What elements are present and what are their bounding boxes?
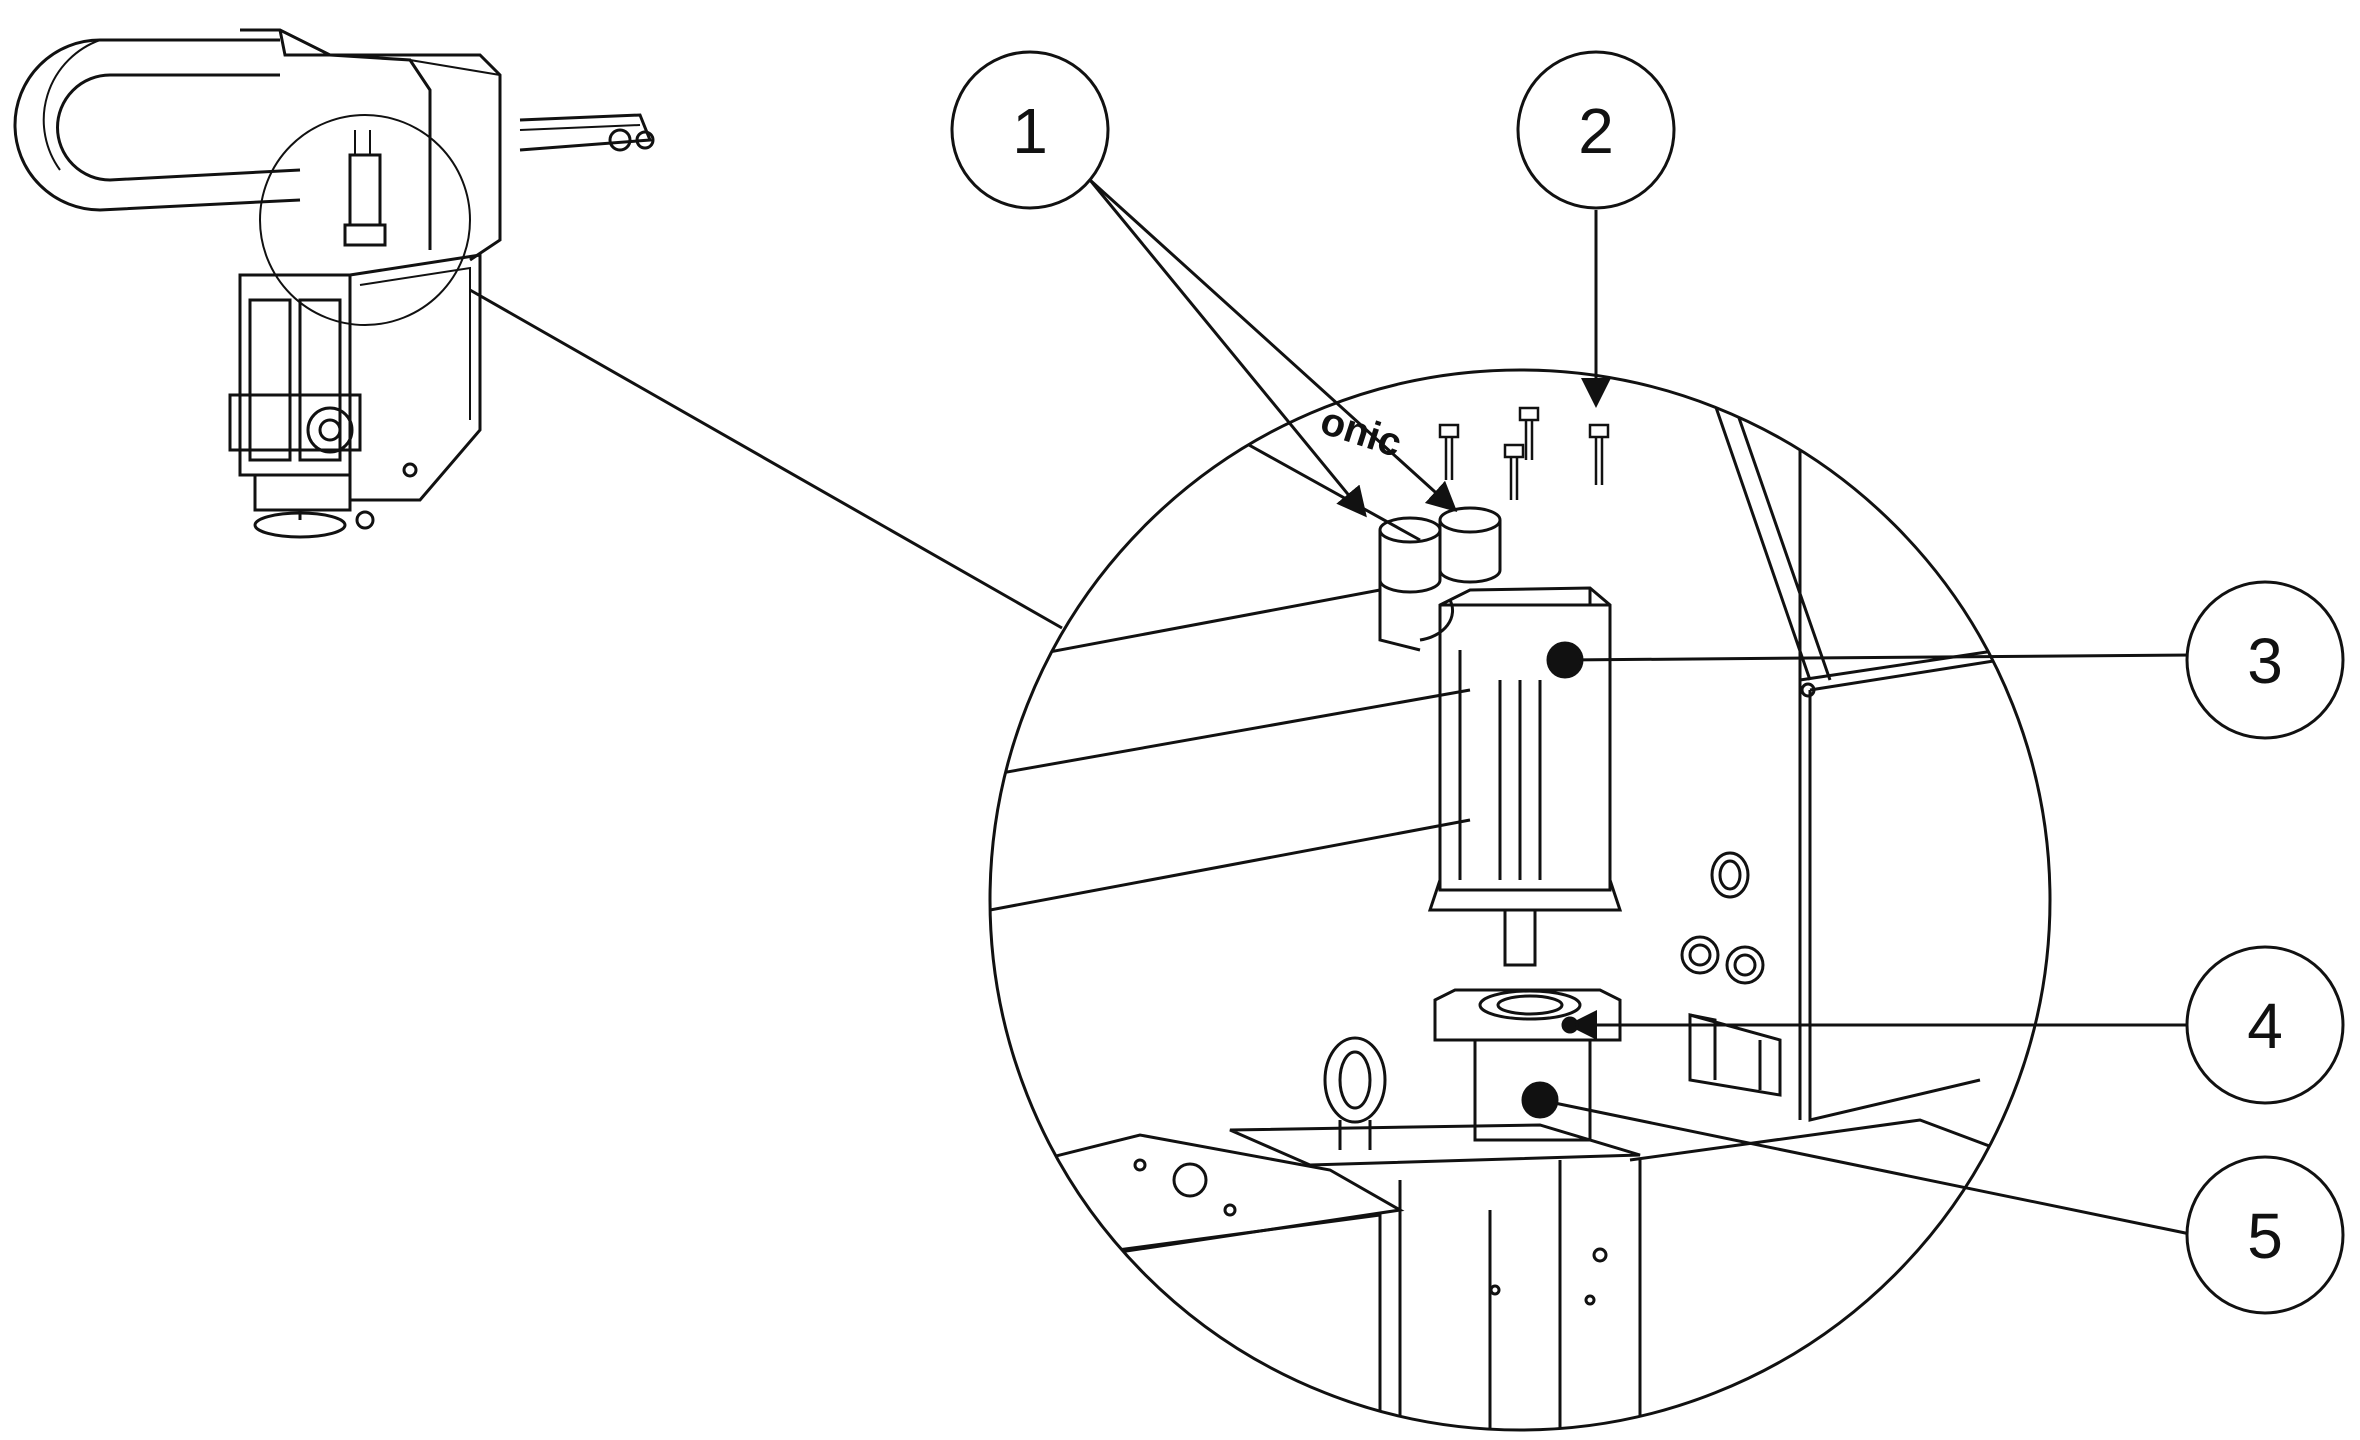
callout-label-2: 2: [1578, 95, 1614, 167]
callout-bubble-5: 5: [2185, 1155, 2345, 1315]
callout-label-5: 5: [2247, 1200, 2283, 1272]
callout-label-1: 1: [1012, 95, 1048, 167]
callout-label-3: 3: [2247, 625, 2283, 697]
callout-bubble-4: 4: [2185, 945, 2345, 1105]
callout-bubble-3: 3: [2185, 580, 2345, 740]
callout-bubble-1: 1: [950, 50, 1110, 210]
detail-view-content: [990, 388, 2001, 1430]
callout-leaders: [1088, 178, 2196, 1237]
overview-machine: [13, 28, 655, 539]
callout-bubble-2: 2: [1516, 50, 1676, 210]
detail-view-circle: [988, 368, 2052, 1432]
magnifier-leader-line: [469, 288, 1063, 630]
callout-label-4: 4: [2247, 990, 2283, 1062]
